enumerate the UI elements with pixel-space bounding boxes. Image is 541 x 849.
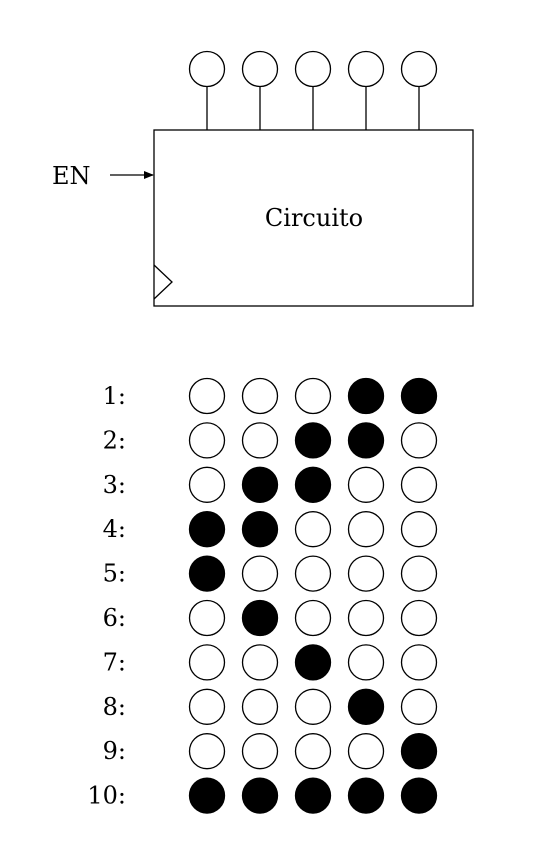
led-on: [347, 777, 385, 814]
led-off: [294, 377, 332, 415]
row-label: 10:: [87, 782, 126, 810]
led-on: [188, 777, 226, 814]
led-on: [188, 511, 226, 548]
pattern-row-8: 8:: [103, 688, 438, 725]
led-off: [188, 688, 226, 725]
led-off: [241, 422, 279, 459]
output-leds: [188, 50, 438, 130]
led-on: [347, 688, 385, 725]
row-label: 5:: [103, 560, 126, 588]
pattern-row-4: 4:: [103, 511, 438, 548]
led-off: [241, 555, 279, 592]
led-off: [400, 599, 438, 637]
led-on: [241, 511, 279, 548]
row-label: 9:: [103, 737, 126, 765]
led-off: [347, 733, 385, 770]
output-led-5: [400, 50, 438, 88]
led-on: [241, 777, 279, 814]
led-off: [400, 688, 438, 725]
led-off: [400, 644, 438, 681]
led-off: [294, 688, 332, 725]
led-on: [188, 555, 226, 592]
led-off: [400, 511, 438, 548]
led-off: [294, 511, 332, 548]
led-off: [347, 466, 385, 503]
row-label: 8:: [103, 693, 126, 721]
circuit-block: Circuito: [153, 129, 474, 307]
led-off: [188, 422, 226, 459]
output-led-2: [241, 50, 279, 88]
led-off: [400, 422, 438, 459]
output-led-1: [188, 50, 226, 88]
led-off: [188, 599, 226, 637]
led-off: [294, 555, 332, 592]
pattern-row-2: 2:: [103, 422, 438, 459]
led-off: [241, 377, 279, 415]
led-off: [294, 733, 332, 770]
row-label: 3:: [103, 471, 126, 499]
pattern-row-1: 1:: [103, 377, 438, 415]
led-off: [188, 466, 226, 503]
enable-input: EN: [52, 162, 154, 190]
led-off: [241, 733, 279, 770]
clock-triangle-icon: [153, 264, 173, 300]
led-off: [241, 644, 279, 681]
led-on: [241, 466, 279, 503]
led-on: [241, 599, 279, 637]
output-led-3: [294, 50, 332, 88]
row-label: 2:: [103, 426, 126, 454]
led-off: [294, 599, 332, 637]
led-off: [188, 733, 226, 770]
led-on: [294, 644, 332, 681]
pattern-row-3: 3:: [103, 466, 438, 503]
led-on: [400, 733, 438, 770]
led-off: [188, 644, 226, 681]
led-off: [400, 555, 438, 592]
led-off: [347, 555, 385, 592]
led-off: [400, 466, 438, 503]
pattern-row-7: 7:: [103, 644, 438, 681]
led-on: [294, 422, 332, 459]
led-off: [241, 688, 279, 725]
led-on: [294, 777, 332, 814]
pattern-row-5: 5:: [103, 555, 438, 592]
enable-label: EN: [52, 162, 91, 190]
row-label: 6:: [103, 604, 126, 632]
led-off: [347, 599, 385, 637]
row-label: 4:: [103, 515, 126, 543]
pattern-row-6: 6:: [103, 599, 438, 637]
led-on: [400, 377, 438, 415]
led-on: [347, 422, 385, 459]
pattern-row-10: 10:: [87, 777, 438, 814]
led-on: [294, 466, 332, 503]
led-off: [188, 377, 226, 415]
output-led-4: [347, 50, 385, 88]
row-label: 1:: [103, 382, 126, 410]
led-off: [347, 511, 385, 548]
pattern-row-9: 9:: [103, 733, 438, 770]
led-pattern-table: 1: 2: 3: 4: 5: 6: 7: 8: 9: 10:: [87, 377, 438, 814]
led-on: [347, 377, 385, 415]
row-label: 7:: [103, 648, 126, 676]
circuit-label: Circuito: [265, 204, 363, 232]
led-on: [400, 777, 438, 814]
led-off: [347, 644, 385, 681]
